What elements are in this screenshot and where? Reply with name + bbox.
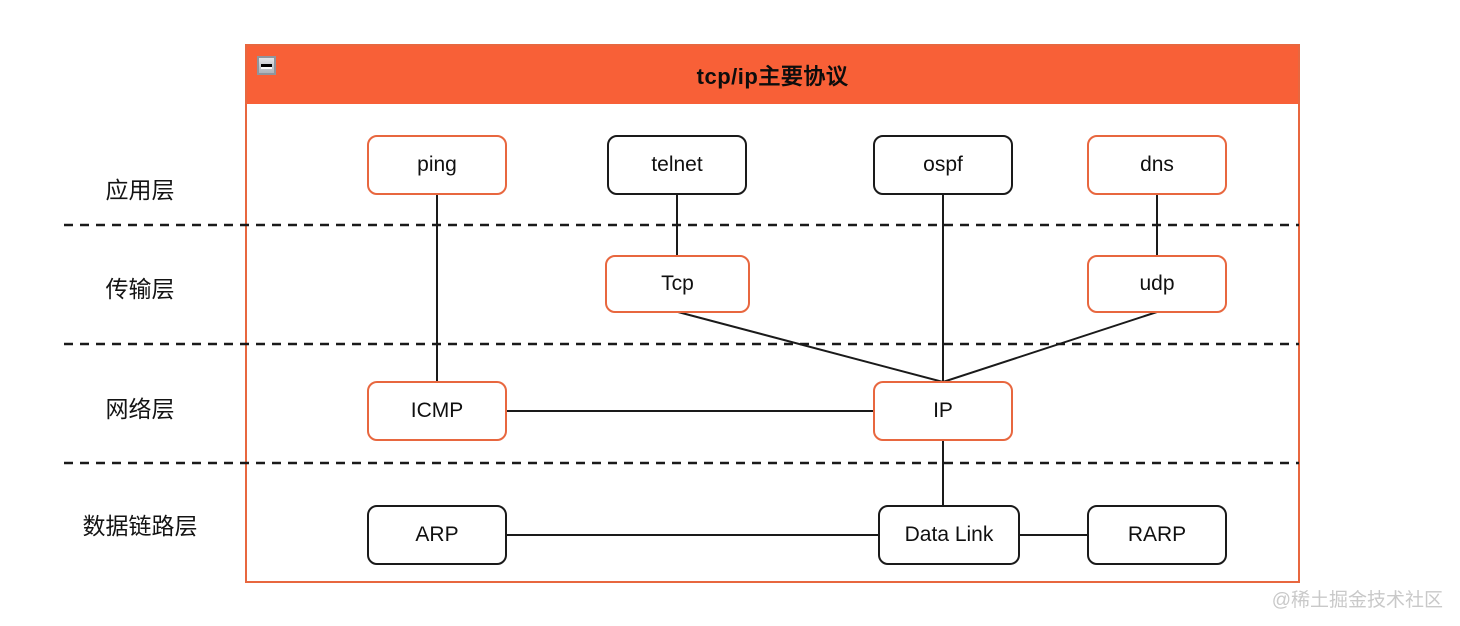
node-label: Data Link bbox=[904, 523, 994, 546]
layer-label-network: 网络层 bbox=[105, 396, 175, 422]
node-label: udp bbox=[1139, 272, 1175, 295]
node-icmp[interactable]: ICMP bbox=[367, 381, 507, 441]
node-datalink[interactable]: Data Link bbox=[878, 505, 1020, 565]
diagram-window: tcp/ip主要协议 bbox=[245, 44, 1300, 583]
node-rarp[interactable]: RARP bbox=[1087, 505, 1227, 565]
node-label: ICMP bbox=[410, 399, 464, 422]
node-label: telnet bbox=[651, 153, 703, 176]
node-dns[interactable]: dns bbox=[1087, 135, 1227, 195]
minimize-icon bbox=[261, 64, 272, 67]
node-label: ARP bbox=[415, 523, 459, 546]
node-telnet[interactable]: telnet bbox=[607, 135, 747, 195]
node-udp[interactable]: udp bbox=[1087, 255, 1227, 313]
node-ping[interactable]: ping bbox=[367, 135, 507, 195]
minimize-button[interactable] bbox=[257, 56, 276, 75]
layer-label-transport: 传输层 bbox=[105, 276, 175, 302]
community-watermark: @稀土掘金技术社区 bbox=[1271, 590, 1443, 611]
node-ospf[interactable]: ospf bbox=[873, 135, 1013, 195]
layer-label-application: 应用层 bbox=[105, 177, 175, 203]
node-label: Tcp bbox=[661, 272, 694, 295]
node-label: ping bbox=[417, 153, 457, 176]
window-title: tcp/ip主要协议 bbox=[696, 64, 849, 89]
node-label: RARP bbox=[1127, 523, 1187, 546]
window-titlebar: tcp/ip主要协议 bbox=[247, 46, 1298, 104]
node-label: ospf bbox=[923, 153, 963, 176]
node-arp[interactable]: ARP bbox=[367, 505, 507, 565]
node-label: IP bbox=[933, 399, 953, 422]
node-tcp[interactable]: Tcp bbox=[605, 255, 750, 313]
node-label: dns bbox=[1140, 153, 1174, 176]
node-ip[interactable]: IP bbox=[873, 381, 1013, 441]
layer-label-datalink: 数据链路层 bbox=[82, 513, 198, 539]
